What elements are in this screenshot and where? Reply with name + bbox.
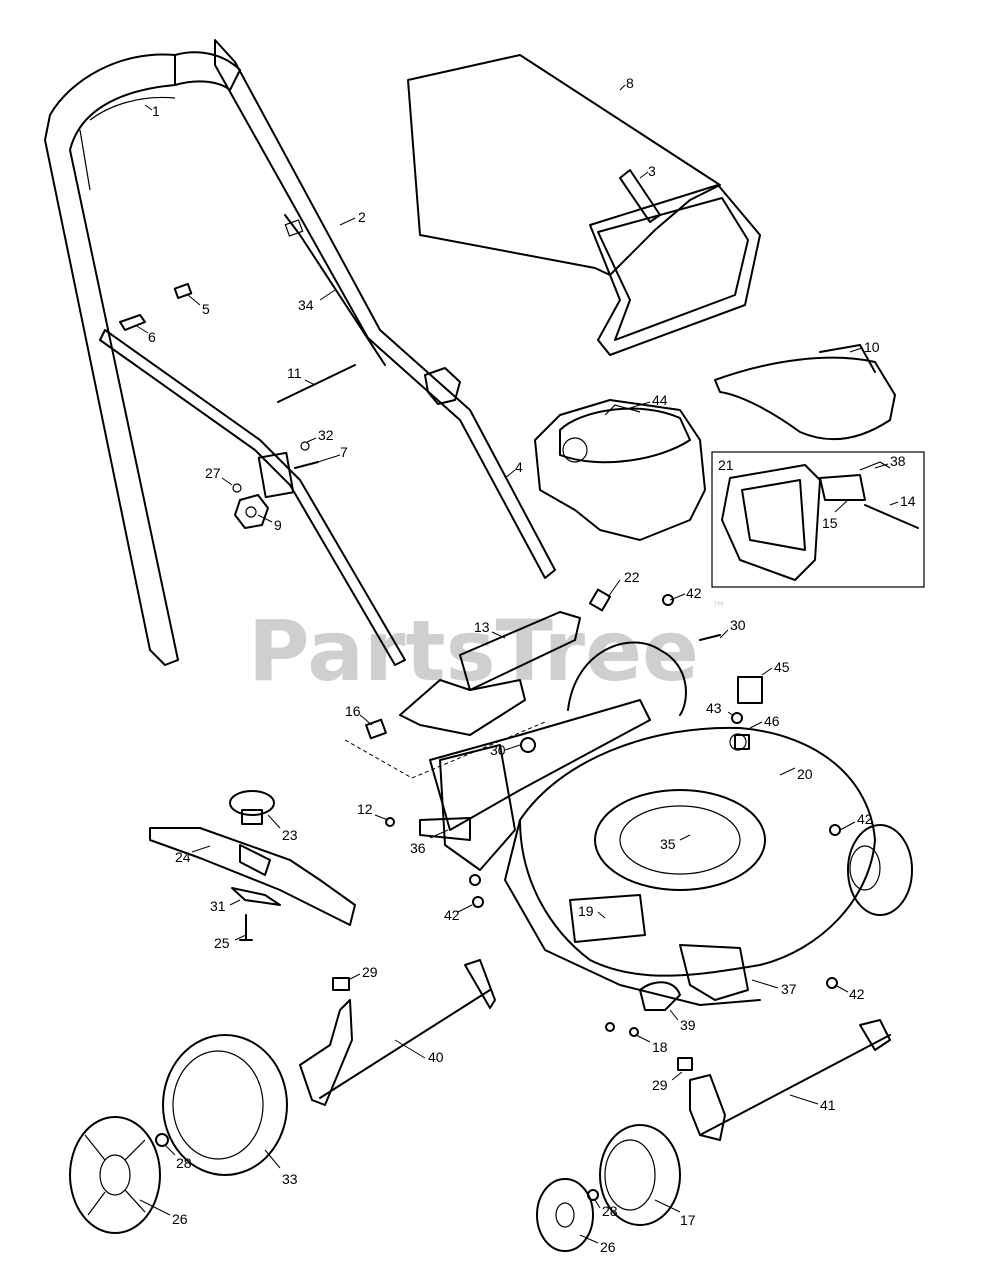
mower-blade (149, 827, 356, 926)
callout: 28 (602, 1203, 618, 1219)
engine (534, 399, 706, 541)
callout: 43 (706, 700, 722, 716)
callout: 39 (680, 1017, 696, 1033)
blade-adapter (229, 790, 275, 825)
callout: 44 (652, 392, 668, 408)
callout: 4 (515, 459, 523, 475)
front-pivot-bushing (677, 1057, 693, 1071)
callout: 34 (298, 297, 314, 313)
callout: 32 (318, 427, 334, 443)
callout: 25 (214, 935, 230, 951)
callout: 21 (718, 457, 734, 473)
callout: 23 (282, 827, 298, 843)
callout: 17 (680, 1212, 696, 1228)
mower-deck (504, 726, 876, 1006)
callout: 42 (686, 585, 702, 601)
callout: 3 (648, 163, 656, 179)
callout: 31 (210, 898, 226, 914)
callout: 7 (340, 444, 348, 460)
callout: 26 (600, 1239, 616, 1255)
callout: 37 (781, 981, 797, 997)
callout: 30 (730, 617, 746, 633)
callout: 35 (660, 836, 676, 852)
callout: 18 (652, 1039, 668, 1055)
callout: 8 (626, 75, 634, 91)
blade-bolt (239, 914, 253, 941)
rear-wheel-well (567, 641, 687, 716)
front-axle-nut (587, 1189, 599, 1201)
mulch-plug-inset (711, 451, 925, 588)
watermark-logo: PartsTree (248, 602, 699, 700)
callout: 33 (282, 1171, 298, 1187)
callout: 46 (764, 713, 780, 729)
front-hubcap (536, 1178, 594, 1252)
callout: 15 (822, 515, 838, 531)
callout: 42 (849, 986, 865, 1002)
callout: 14 (900, 493, 916, 509)
callout: 29 (652, 1077, 668, 1093)
grass-bag (407, 54, 761, 356)
callout: 29 (362, 964, 378, 980)
callout: 19 (578, 903, 594, 919)
callout: 41 (820, 1097, 836, 1113)
handle-bolts (232, 441, 319, 499)
control-cable (284, 214, 386, 366)
height-adjuster-bracket (439, 744, 516, 871)
rear-wheel (162, 1034, 288, 1176)
callout: 24 (175, 849, 191, 865)
callout: 26 (172, 1211, 188, 1227)
callout: 40 (428, 1049, 444, 1065)
callout: 9 (274, 517, 282, 533)
callout: 5 (202, 301, 210, 317)
rear-hubcap (69, 1116, 161, 1234)
front-height-adjuster (679, 944, 749, 1001)
upper-handle (44, 51, 241, 666)
deck-side-rail (429, 699, 651, 831)
callout: 36 (410, 840, 426, 856)
callout: 27 (205, 465, 221, 481)
callout: 1 (152, 103, 160, 119)
rear-axle (299, 959, 496, 1106)
cable-clip (119, 282, 193, 331)
callout: 12 (357, 801, 373, 817)
fasteners (385, 594, 841, 1037)
blade-stiffener (231, 887, 281, 906)
discharge-chute (714, 344, 896, 441)
handle-knob-upper (424, 367, 461, 405)
control-rod (277, 364, 356, 403)
callout: 2 (358, 209, 366, 225)
front-wheel-deck (847, 824, 913, 916)
callout: 28 (176, 1155, 192, 1171)
callout: 30 (490, 742, 506, 758)
callout: 16 (345, 703, 361, 719)
callout: 10 (864, 339, 880, 355)
front-axle (689, 1019, 891, 1141)
callout-labels: 1 2 3 4 5 6 7 8 9 10 11 12 13 14 15 16 1… (134, 75, 916, 1255)
callout: 42 (444, 907, 460, 923)
callout: 11 (287, 365, 302, 381)
rear-pivot-bushing (332, 977, 350, 991)
adjuster-gear (639, 981, 681, 1011)
callout: 6 (148, 329, 156, 345)
handle-knob (234, 494, 269, 529)
front-wheel (599, 1124, 681, 1226)
callout: 42 (857, 811, 873, 827)
callout: 22 (624, 569, 640, 585)
rear-axle-nut (155, 1133, 169, 1147)
callout: 45 (774, 659, 790, 675)
watermark-trademark: ™ (712, 600, 726, 616)
rear-door (365, 588, 612, 740)
lower-handle (99, 39, 556, 666)
callout: 13 (474, 619, 490, 635)
guide-line-door (344, 721, 546, 779)
callout: 38 (890, 453, 906, 469)
callout: 20 (797, 766, 813, 782)
